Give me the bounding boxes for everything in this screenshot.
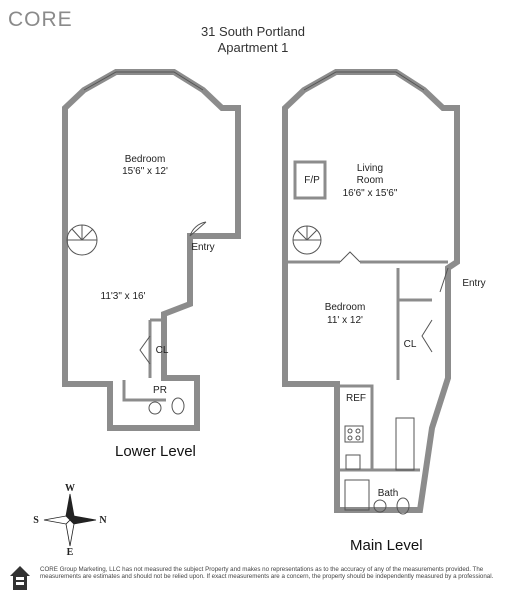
lower-bedroom-dims: 15'6" x 12' [122, 166, 168, 177]
main-bathtub [344, 479, 370, 511]
compass-north: N [99, 515, 107, 526]
lower-entry-label: Entry [191, 242, 215, 253]
main-bath-sink [373, 499, 387, 513]
main-bedroom-door [339, 251, 361, 263]
fireplace-box [293, 160, 327, 200]
main-closet-door [421, 319, 433, 353]
fireplace-label: F/P [304, 175, 320, 186]
main-entry-door [439, 267, 449, 293]
lower-level-caption: Lower Level [115, 443, 196, 460]
main-kitchen-sink [345, 454, 361, 470]
lower-bedroom-name: Bedroom [124, 154, 166, 165]
lower-entry-door [189, 221, 207, 237]
lower-sink [148, 401, 162, 415]
lower-powder-room-label: PR [153, 385, 167, 396]
main-kitchen-wall [340, 384, 374, 470]
lower-toilet [171, 397, 185, 415]
disclaimer-text: CORE Group Marketing, LLC has not measur… [40, 566, 494, 581]
page-title-apartment: Apartment 1 [217, 40, 289, 55]
compass-west: W [65, 483, 75, 494]
lower-closet-label: CL [155, 345, 169, 356]
compass-east: E [66, 547, 74, 558]
lower-pr-wall [122, 380, 166, 402]
lower-bay-window [83, 71, 204, 91]
living-room-label-1: Living [356, 163, 384, 174]
living-room-label-2: Room [356, 175, 384, 186]
main-entry-label: Entry [462, 278, 486, 289]
equal-housing-icon [10, 566, 30, 590]
living-room-dims: 16'6" x 15'6" [342, 188, 398, 199]
main-bath-toilet [396, 497, 410, 515]
main-kitchen-counter [395, 417, 415, 471]
compass-south: S [33, 515, 39, 526]
lower-closet-door [139, 335, 151, 365]
main-closet-label: CL [403, 339, 417, 350]
main-stove [344, 425, 364, 443]
main-bay-window [303, 71, 425, 91]
refrigerator-label: REF [346, 393, 366, 404]
main-bedroom-name: Bedroom [324, 302, 366, 313]
core-logo: CORE [8, 8, 73, 31]
main-level-caption: Main Level [350, 537, 423, 554]
page-title-address: 31 South Portland [200, 24, 306, 39]
bath-label: Bath [377, 488, 399, 499]
lower-room-dims: 11'3" x 16' [100, 291, 146, 302]
lower-closet-wall [148, 318, 166, 378]
main-bedroom-dims: 11' x 12' [327, 315, 363, 326]
compass-rose [43, 493, 97, 547]
